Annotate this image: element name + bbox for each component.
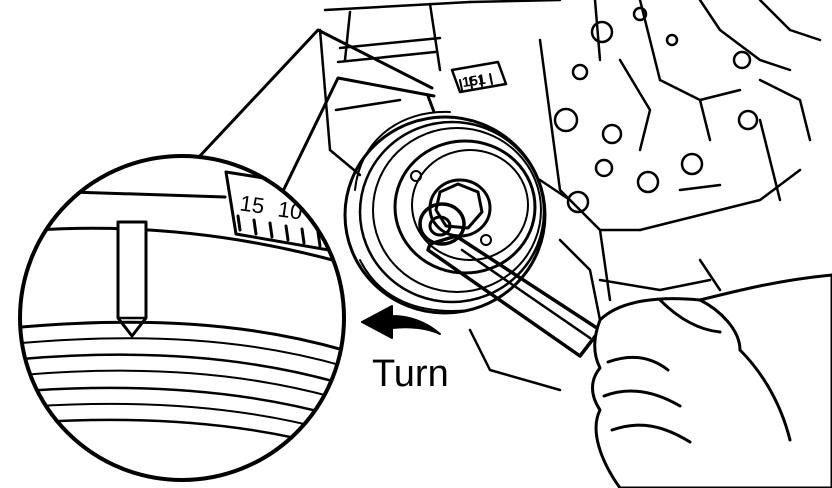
timing-scale-plate: 151 xyxy=(450,60,508,94)
detail-circle-outline xyxy=(18,154,346,482)
wrench xyxy=(418,202,602,358)
engine-block xyxy=(318,0,822,392)
turn-label: Turn xyxy=(372,353,449,395)
curved-arrow-icon xyxy=(361,305,441,339)
detail-scale-mark-10: 10 xyxy=(276,196,304,224)
pulley-scale-marks: 151 xyxy=(461,71,487,90)
callout-leader xyxy=(196,28,436,224)
hand xyxy=(591,273,832,488)
detail-magnifier: 15 10 xyxy=(18,154,346,482)
detail-scale-mark-15: 15 xyxy=(238,190,266,218)
